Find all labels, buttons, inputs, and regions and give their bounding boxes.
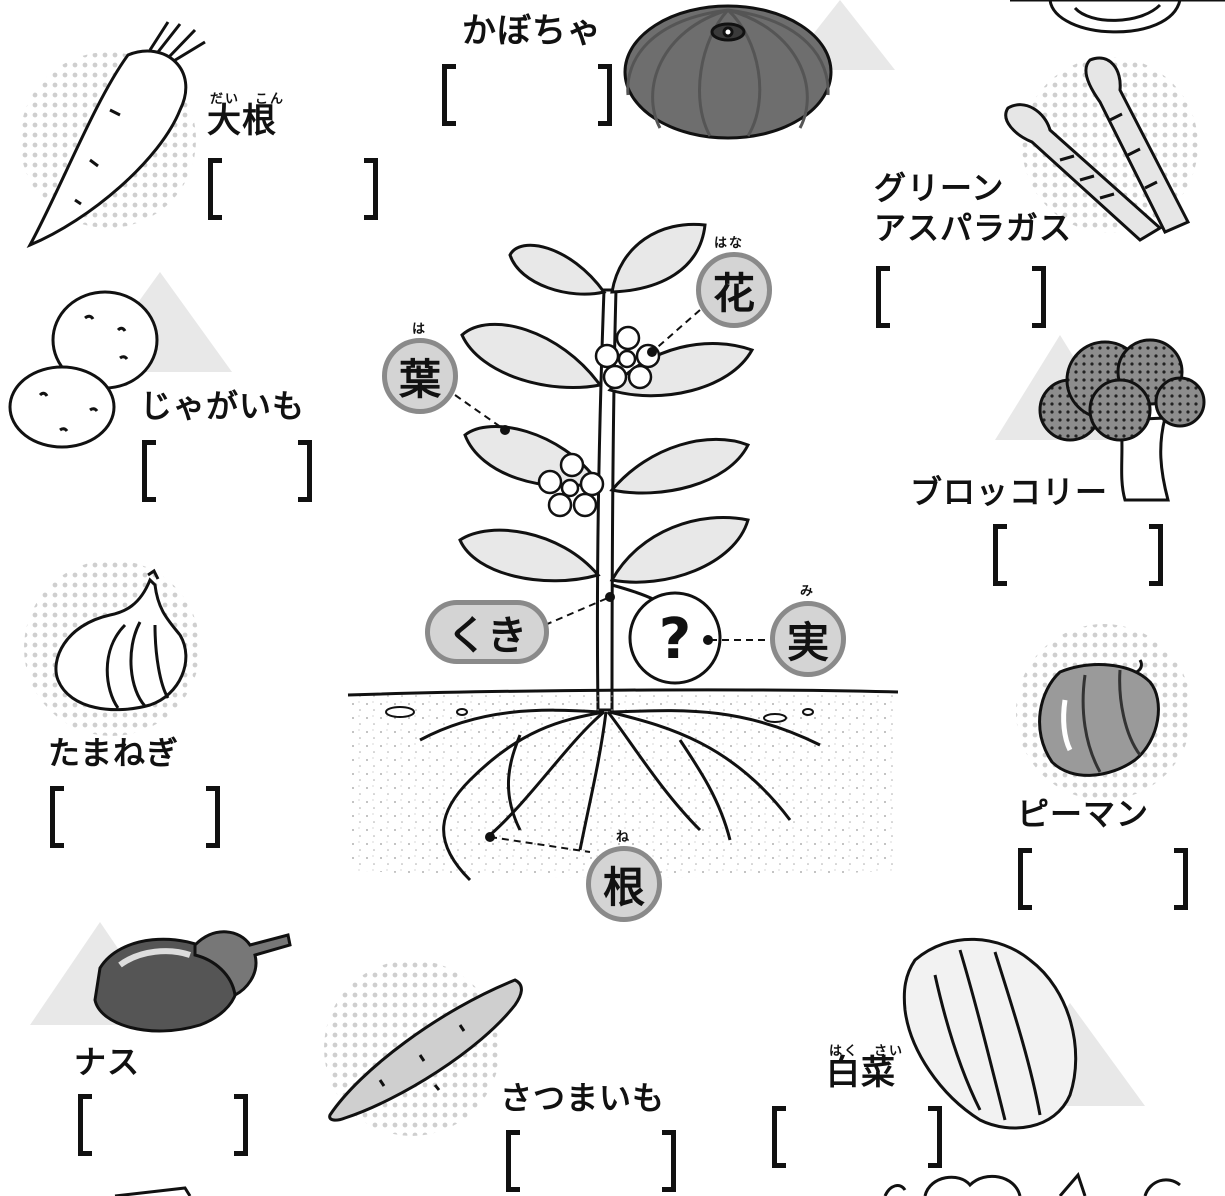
hakusai-answer-bracket[interactable] xyxy=(772,1106,942,1168)
bowl-illustration xyxy=(1010,0,1225,32)
flower-ruby: はな xyxy=(714,232,744,251)
stem-badge: くき xyxy=(425,600,549,664)
daikon-answer-bracket[interactable] xyxy=(208,158,378,220)
kabocha-answer-bracket[interactable] xyxy=(442,64,612,126)
broccoli-label: ブロッコリー xyxy=(910,476,1108,508)
hakusai-label: 白菜 xyxy=(826,1056,896,1090)
potato-answer-bracket[interactable] xyxy=(142,440,312,502)
asparagus-answer-bracket[interactable] xyxy=(876,266,1046,328)
piman-label: ピーマン xyxy=(1017,798,1149,830)
sweet-potato-answer-bracket[interactable] xyxy=(506,1130,676,1192)
onion-label: たまねぎ xyxy=(48,737,179,769)
eggplant-answer-bracket[interactable] xyxy=(78,1094,248,1156)
root-ruby: ね xyxy=(616,826,631,845)
leaf-badge: 葉 xyxy=(382,338,458,414)
hakusai-illustration xyxy=(904,939,1075,1128)
flower-badge: 花 xyxy=(696,252,772,328)
fruit-question-mark: ? xyxy=(659,607,691,672)
leaf-ruby: は xyxy=(412,318,427,337)
sweet-potato-label: さつまいも xyxy=(500,1082,665,1114)
fruit-ruby: み xyxy=(800,580,815,599)
asparagus-label-line2: アスパラガス xyxy=(874,212,1072,244)
root-badge: 根 xyxy=(586,846,662,922)
potato-label: じゃがいも xyxy=(140,390,305,422)
broccoli-answer-bracket[interactable] xyxy=(993,524,1163,586)
asparagus-label-line1: グリーン xyxy=(874,172,1004,204)
kabocha-label: かぼちゃ xyxy=(462,14,602,48)
onion-answer-bracket[interactable] xyxy=(50,786,220,848)
kabocha-illustration xyxy=(625,6,831,138)
fruit-badge: 実 xyxy=(770,601,846,677)
potato-illustration xyxy=(10,292,157,447)
eggplant-illustration xyxy=(95,932,290,1031)
plant-fruit: ? xyxy=(612,585,720,683)
daikon-label: 大根 xyxy=(207,104,277,138)
eggplant-label: ナス xyxy=(74,1046,140,1078)
piman-answer-bracket[interactable] xyxy=(1018,848,1188,910)
